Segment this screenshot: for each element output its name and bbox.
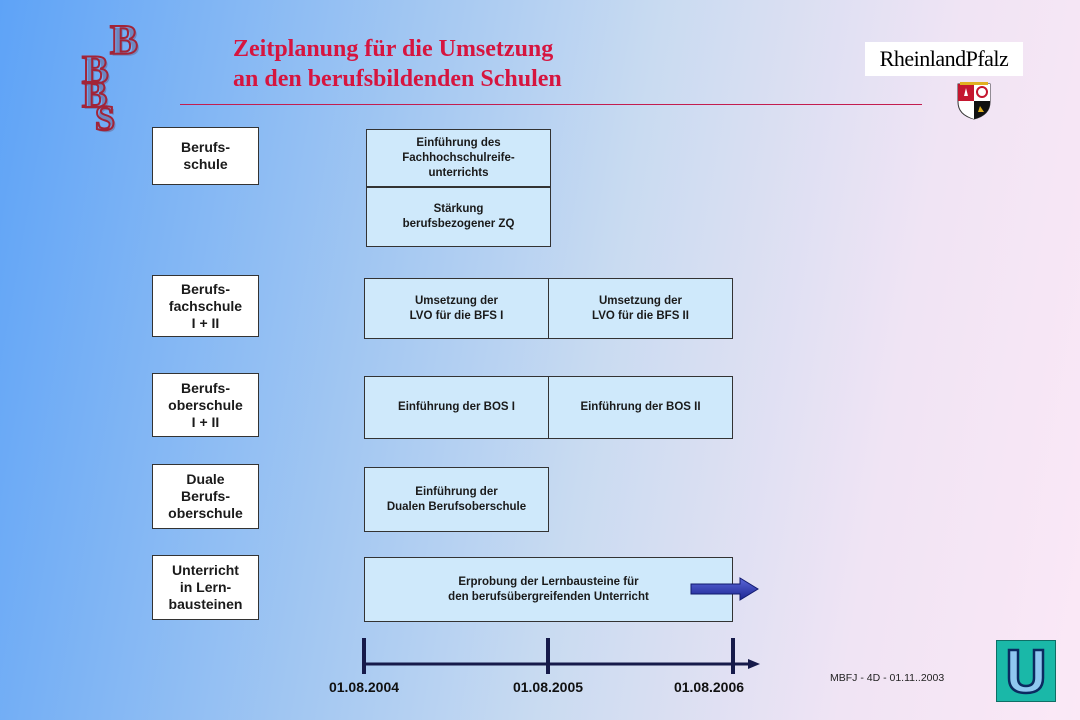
cell-lvo-bfs-2: Umsetzung der LVO für die BFS II [548, 278, 733, 339]
logo-letter-s: S [94, 98, 116, 138]
cell-fachhochschulreife: Einführung des Fachhochschulreife- unter… [366, 129, 551, 187]
page-title: Zeitplanung für die Umsetzung an den ber… [233, 34, 562, 94]
timeline-date-2005: 01.08.2005 [512, 679, 584, 695]
cell-lvo-bfs-1: Umsetzung der LVO für die BFS I [364, 278, 549, 339]
row-label-duale-berufsoberschule: Duale Berufs- oberschule [152, 464, 259, 529]
timeline-date-2004: 01.08.2004 [328, 679, 400, 695]
row-label-berufsoberschule: Berufs- oberschule I + II [152, 373, 259, 437]
logo-letter-b3: B [81, 74, 108, 116]
return-button[interactable] [996, 640, 1056, 702]
timeline-date-2006: 01.08.2006 [673, 679, 745, 695]
timeline-axis [362, 638, 760, 674]
cell-duale-bos: Einführung der Dualen Berufsoberschule [364, 467, 549, 532]
row-label-lernbausteine: Unterricht in Lern- bausteinen [152, 555, 259, 620]
logo-letter-b2: B [81, 47, 110, 92]
row-label-berufsschule: Berufs- schule [152, 127, 259, 185]
title-underline [180, 104, 922, 105]
arrow-right-icon [690, 577, 759, 601]
cell-bos-1: Einführung der BOS I [364, 376, 549, 439]
logo-letter-b1: B [109, 18, 139, 64]
crest-icon [957, 82, 991, 120]
title-line-1: Zeitplanung für die Umsetzung [233, 36, 554, 62]
title-line-2: an den berufsbildenden Schulen [233, 66, 562, 92]
u-turn-icon [1007, 648, 1045, 695]
cell-bos-2: Einführung der BOS II [548, 376, 733, 439]
rheinland-pfalz-logo: RheinlandPfalz [865, 42, 1023, 76]
footer-credit: MBFJ - 4D - 01.11..2003 [830, 672, 945, 684]
cell-lernbausteine: Erprobung der Lernbausteine für den beru… [364, 557, 733, 622]
row-label-berufsfachschule: Berufs- fachschule I + II [152, 275, 259, 337]
cell-staerkung-zq: Stärkung berufsbezogener ZQ [366, 187, 551, 247]
